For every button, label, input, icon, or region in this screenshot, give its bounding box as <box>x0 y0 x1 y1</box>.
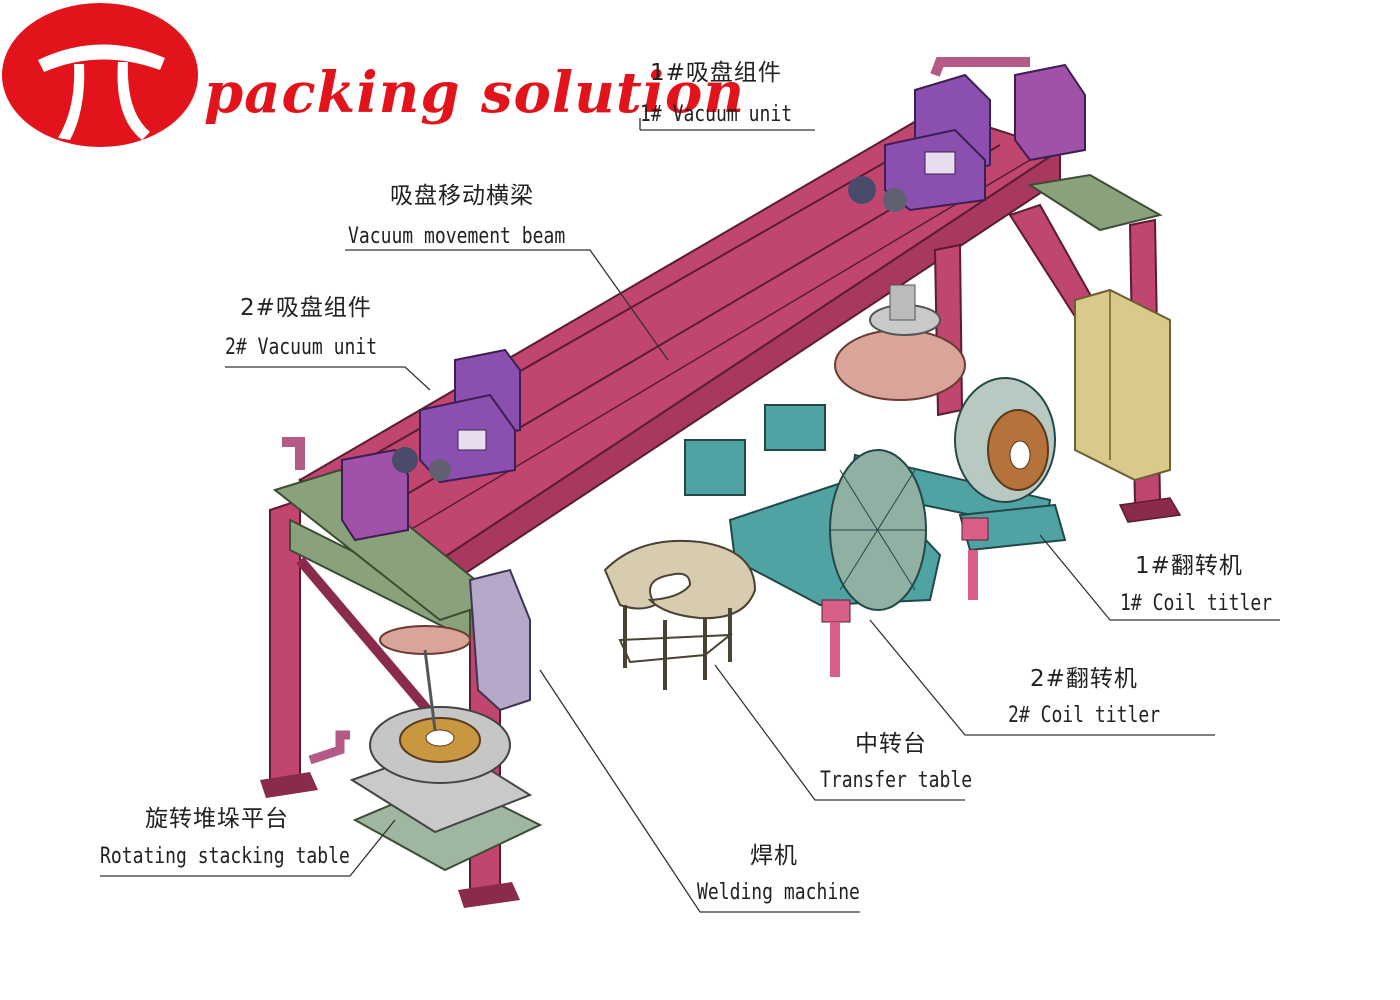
label-stacking-table-zh: 旋转堆垛平台 <box>145 806 289 832</box>
leader-lines <box>100 118 1280 913</box>
welding-machine <box>468 568 531 712</box>
label-welding-machine-en: Welding machine <box>697 880 860 905</box>
label-coil-titler-2-zh: 2#翻转机 <box>1030 666 1138 692</box>
label-vacuum-unit-2-zh: 2#吸盘组件 <box>240 295 372 321</box>
label-coil-titler-1-zh: 1#翻转机 <box>1135 553 1243 579</box>
coil-titler-1 <box>764 377 1067 600</box>
label-stacking-table-en: Rotating stacking table <box>100 844 350 869</box>
label-vacuum-beam-en: Vacuum movement beam <box>348 224 566 249</box>
label-vacuum-unit-2-en: 2# Vacuum unit <box>225 335 378 360</box>
coil-titler-2 <box>684 439 942 677</box>
vacuum-unit-2 <box>341 348 521 542</box>
vacuum-unit-1 <box>848 63 1086 212</box>
label-transfer-table-en: Transfer table <box>820 768 973 793</box>
label-vacuum-unit-1-en: 1# Vacuum unit <box>640 102 793 127</box>
brand-logo <box>2 3 198 147</box>
transfer-table <box>603 539 757 690</box>
label-vacuum-beam-zh: 吸盘移动横梁 <box>390 183 534 209</box>
control-cabinet <box>1074 288 1171 482</box>
rotating-stacking-table <box>308 625 543 872</box>
label-welding-machine-zh: 焊机 <box>750 843 798 869</box>
label-vacuum-unit-1-zh: 1#吸盘组件 <box>650 60 782 86</box>
label-transfer-table-zh: 中转台 <box>855 731 927 757</box>
label-coil-titler-1-en: 1# Coil titler <box>1120 591 1273 616</box>
brand-name: packing solution <box>204 60 746 126</box>
upper-turntable <box>834 284 966 401</box>
label-coil-titler-2-en: 2# Coil titler <box>1008 703 1161 728</box>
